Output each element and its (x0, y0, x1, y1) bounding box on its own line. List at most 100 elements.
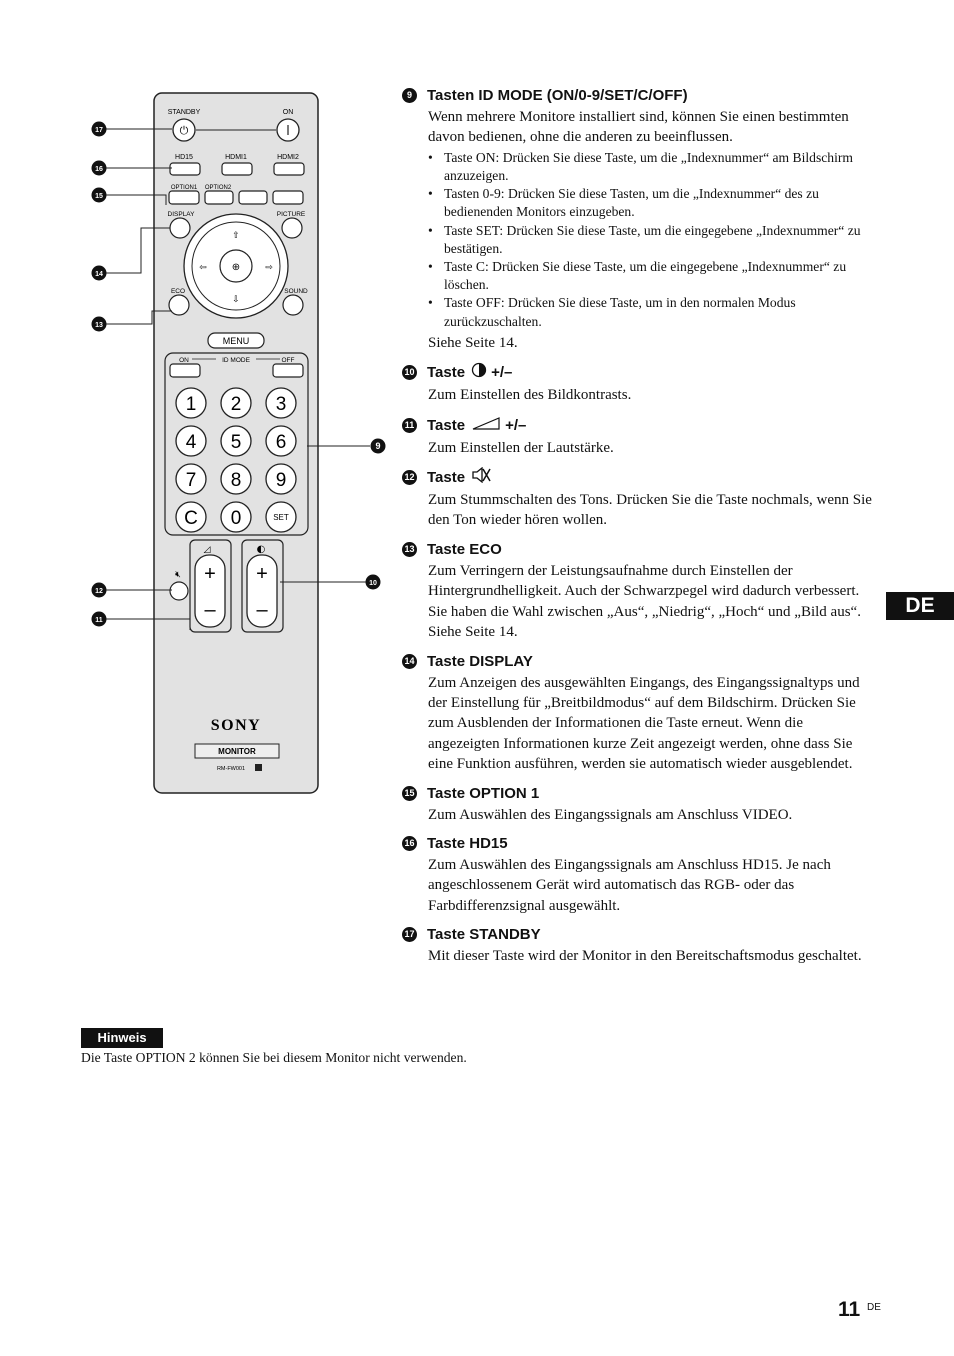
option1-button (168, 190, 200, 205)
digit-button (220, 501, 252, 533)
contrast-mode-button (238, 190, 268, 205)
digit-label: 7 (186, 470, 197, 491)
callout-marker (91, 187, 107, 203)
mute-button (169, 581, 189, 601)
section-number: 14 (402, 653, 417, 669)
section-paragraph: Zum Verringern der Leistungsaufnahme dur… (428, 562, 861, 641)
callout-marker (365, 574, 381, 590)
digit-button (265, 463, 297, 495)
hd15-label: HD15 (175, 154, 193, 161)
id-off-label: OFF (282, 357, 295, 364)
menu-label: MENU (223, 336, 250, 346)
bullet-item: Taste ON: Drücken Sie diese Taste, um di… (428, 149, 874, 185)
picture-label: PICTURE (277, 211, 306, 218)
section-body: Zum Verringern der Leistungsaufnahme dur… (428, 561, 874, 643)
volume-rocker (194, 554, 226, 628)
section-title: Taste ECO (427, 540, 502, 558)
section-body: Zum Einstellen des Bildkontrasts. (428, 385, 874, 405)
contrast-minus: – (256, 599, 268, 621)
section-number: 10 (402, 365, 417, 381)
section-body: Zum Stummschalten des Tons. Drücken Sie … (428, 490, 874, 531)
section-17: 17 Taste STANDBY Mit dieser Taste wird der… (402, 925, 874, 966)
callout-number: 9 (375, 441, 380, 451)
contrast-rocker (246, 554, 278, 628)
set-label: SET (273, 513, 289, 522)
section-number: 17 (402, 927, 417, 943)
section-number: 15 (402, 785, 417, 801)
on-label: ON (283, 109, 294, 116)
section-title: Taste (427, 416, 466, 434)
section-paragraph: Zum Einstellen der Lautstärke. (428, 439, 614, 456)
menu-button (207, 332, 265, 349)
bullet-item: Taste SET: Drücken Sie diese Taste, um d… (428, 222, 874, 258)
arrow-down-icon: ⇩ (232, 295, 240, 305)
callout-number: 11 (95, 617, 103, 624)
section-paragraph: Mit dieser Taste wird der Monitor in den… (428, 948, 862, 965)
option2-label: OPTION2 (205, 185, 232, 191)
arrow-up-icon: ⇧ (232, 231, 240, 241)
standby-label: STANDBY (168, 109, 201, 116)
option1-label: OPTION1 (171, 185, 198, 191)
eco-label: ECO (171, 288, 185, 295)
sound-button (282, 294, 304, 316)
section-heading: 17 Taste STANDBY (402, 925, 874, 944)
section-title: Taste DISPLAY (427, 652, 533, 670)
volume-block (189, 539, 232, 633)
digit-label: 4 (186, 432, 197, 453)
section-title: Taste OPTION 1 (427, 784, 540, 802)
monitor-box-label: MONITOR (218, 747, 256, 756)
section-number: 11 (402, 417, 417, 433)
callout-number: 16 (95, 166, 103, 173)
digit-button (175, 463, 207, 495)
dpad-center-button (219, 249, 253, 283)
eco-button (168, 294, 190, 316)
digit-button (220, 387, 252, 419)
hdmi1-label: HDMI1 (225, 154, 247, 161)
section-title: Taste STANDBY (427, 926, 541, 944)
page-language: DE (867, 1302, 881, 1313)
remote-control-diagram: STANDBY ON ⏻ HD15 HDMI1 HDMI2 OPTION1 OP… (91, 92, 386, 794)
hd15-button (169, 162, 201, 176)
callout-number: 15 (95, 193, 103, 200)
picture-button (281, 217, 303, 239)
id-on-button (169, 363, 201, 378)
digit-button (175, 425, 207, 457)
volume-plus: + (204, 563, 216, 585)
digit-label: 9 (276, 470, 287, 491)
section-body: Zum Einstellen der Lautstärke. (428, 438, 874, 458)
section-paragraph: Zum Auswählen des Eingangssignals am Ans… (428, 806, 793, 823)
hdmi2-button (273, 162, 305, 176)
callout-lines (106, 128, 370, 630)
digit-label: 2 (231, 394, 242, 415)
callout-number: 12 (95, 588, 103, 595)
mute-icon: 🔇︎ (175, 570, 181, 580)
sony-logo: SONY (211, 717, 261, 734)
digit-button (175, 501, 207, 533)
bullet-item: Taste OFF: Drücken Sie diese Taste, um i… (428, 294, 874, 330)
section-body: Wenn mehrere Monitore installiert sind, … (428, 107, 874, 353)
contrast-block (241, 539, 284, 633)
mute-icon (471, 466, 491, 488)
callout-number: 14 (95, 271, 103, 278)
digit-button (265, 387, 297, 419)
power-icon: ⏻ (180, 124, 189, 137)
bullet-item: Taste C: Drücken Sie diese Taste, um die… (428, 258, 874, 294)
enter-icon: ⊕ (232, 262, 240, 273)
id-mode-block (164, 352, 309, 536)
section-number: 16 (402, 835, 417, 851)
section-paragraph: Zum Stummschalten des Tons. Drücken Sie … (428, 492, 872, 529)
hdmi2-label: HDMI2 (277, 154, 299, 161)
section-suffix: +/– (491, 364, 513, 382)
bullet-item: Tasten 0-9: Drücken Sie diese Tasten, um… (428, 185, 874, 221)
contrast-icon (471, 362, 487, 383)
section-15: 15 Taste OPTION 1 Zum Auswählen des Eingan… (402, 784, 874, 825)
page-number: 11 (838, 1298, 861, 1321)
